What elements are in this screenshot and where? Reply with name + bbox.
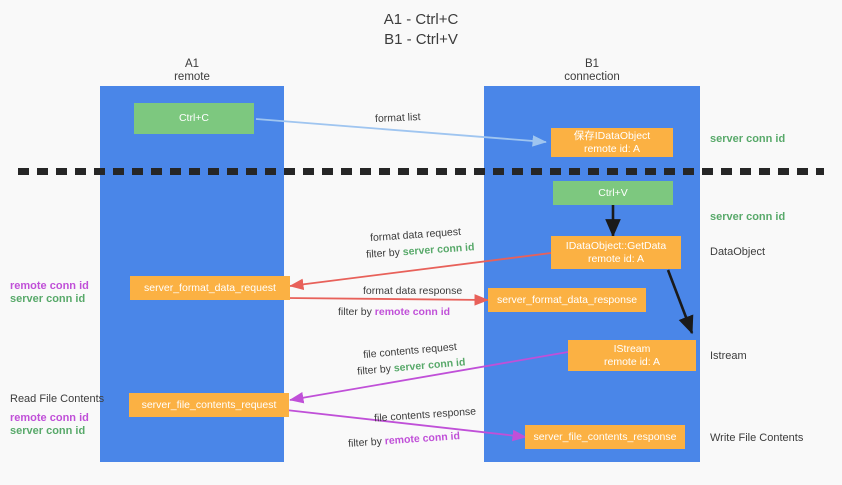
node-server-format-data-response[interactable]: server_format_data_response bbox=[488, 288, 646, 312]
left-label-server-conn-id-1: server conn id bbox=[10, 293, 86, 305]
node-ctrl-v[interactable]: Ctrl+V bbox=[553, 181, 673, 205]
flow-label-format-list: format list bbox=[374, 111, 421, 125]
filter-target-remote-conn-id: remote conn id bbox=[374, 306, 451, 318]
right-label-dataobject: DataObject bbox=[710, 246, 766, 258]
filter-target-server-conn-id: server conn id bbox=[402, 241, 475, 259]
phase-divider bbox=[18, 168, 824, 175]
flow-label-file-contents-response: file contents response bbox=[373, 405, 477, 425]
right-label-server-conn-id-top: server conn id bbox=[710, 133, 786, 145]
right-label-server-conn-id-second: server conn id bbox=[710, 211, 786, 223]
filter-prefix: filter by bbox=[338, 306, 375, 318]
node-server-file-contents-response[interactable]: server_file_contents_response bbox=[525, 425, 685, 449]
arrow-format-data-response bbox=[285, 294, 489, 306]
node-server-file-contents-request[interactable]: server_file_contents_request bbox=[129, 393, 289, 417]
column-header-a1: A1 remote bbox=[174, 58, 210, 83]
flow-label-format-data-response: format data response bbox=[363, 285, 463, 297]
flow-label-file-contents-response-filter: filter by remote conn id bbox=[348, 429, 461, 451]
column-header-b1: B1 connection bbox=[564, 58, 620, 83]
node-save-idataobject[interactable]: 保存IDataObject remote id: A bbox=[551, 128, 673, 157]
right-label-write-file-contents: Write File Contents bbox=[710, 432, 804, 444]
right-label-istream: Istream bbox=[710, 350, 747, 362]
node-server-format-data-request[interactable]: server_format_data_request bbox=[130, 276, 290, 300]
filter-target-server-conn-id: server conn id bbox=[393, 356, 466, 375]
node-idataobject-getdata[interactable]: IDataObject::GetData remote id: A bbox=[551, 236, 681, 269]
node-istream[interactable]: IStream remote id: A bbox=[568, 340, 696, 371]
left-label-remote-conn-id-2: remote conn id bbox=[10, 412, 89, 424]
filter-prefix: filter by bbox=[347, 435, 386, 450]
filter-target-remote-conn-id: remote conn id bbox=[384, 430, 461, 448]
left-label-remote-conn-id-1: remote conn id bbox=[10, 280, 89, 292]
left-label-server-conn-id-2: server conn id bbox=[10, 425, 86, 437]
flow-label-format-data-response-filter: filter by remote conn id bbox=[338, 305, 450, 319]
diagram-title: A1 - Ctrl+C B1 - Ctrl+V bbox=[383, 11, 459, 48]
filter-prefix: filter by bbox=[365, 246, 404, 261]
node-ctrl-c[interactable]: Ctrl+C bbox=[134, 103, 254, 134]
filter-prefix: filter by bbox=[356, 362, 395, 378]
left-label-read-file-contents: Read File Contents bbox=[10, 393, 105, 405]
